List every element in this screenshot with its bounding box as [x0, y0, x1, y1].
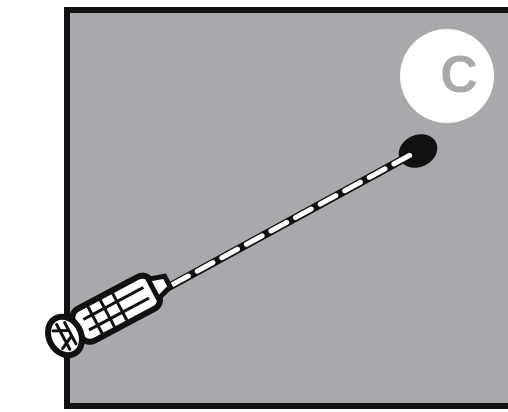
anchor-ridges: [82, 286, 150, 335]
dashed-path-line: [145, 150, 417, 301]
anchor-tip: [144, 273, 174, 303]
anchor-head-detail: [51, 321, 78, 351]
step-badge: [400, 29, 494, 123]
wall-anchor-icon: [45, 272, 174, 359]
step-letter: C: [440, 46, 478, 104]
